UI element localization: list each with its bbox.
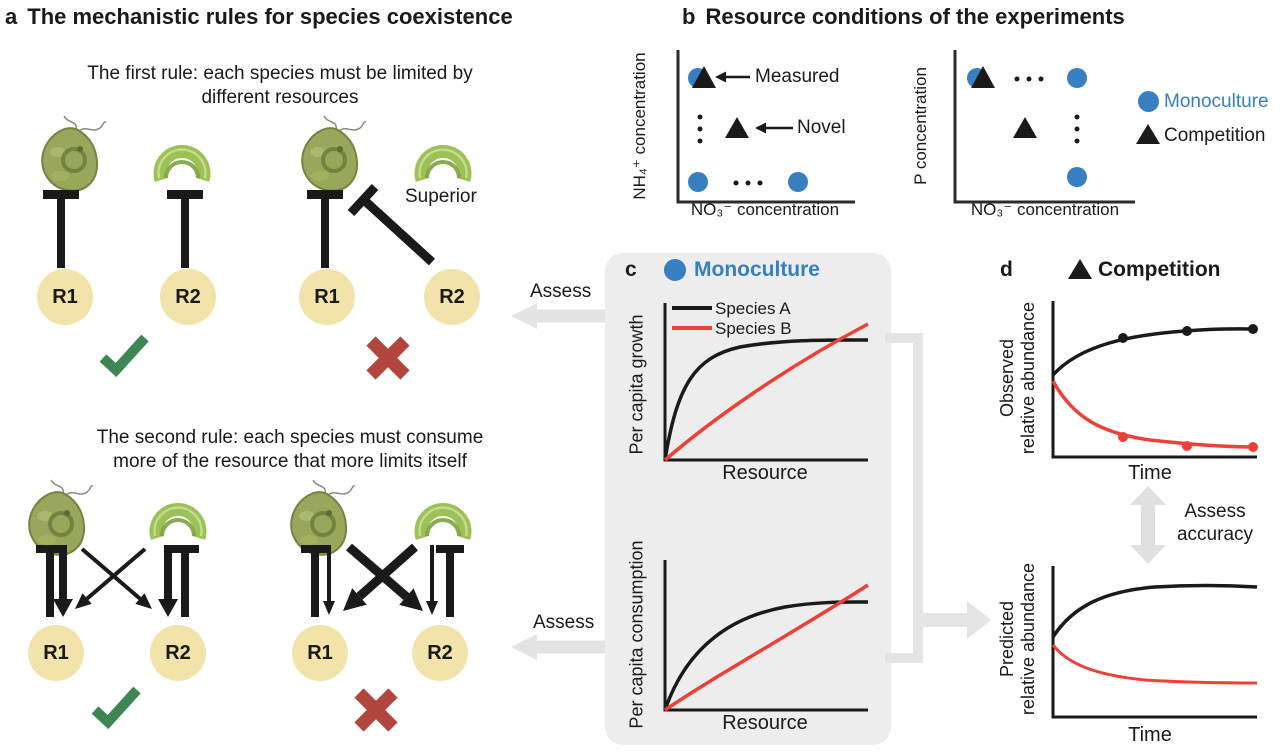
nh4-x-axis-label: NO₃⁻ concentration: [690, 200, 840, 219]
legend-competition: Competition: [1164, 125, 1266, 146]
panel-c-letter: c: [625, 258, 637, 281]
connector-arrow-c-to-d: [885, 333, 991, 663]
limitation-tbar: [307, 190, 343, 268]
limitation-tbar-diagonal: [347, 183, 436, 266]
resource-circle-r1: R1: [37, 269, 93, 325]
assess-arrow-top: [511, 303, 610, 329]
legend-monoculture: Monoculture: [1164, 91, 1269, 112]
assess-accuracy-label: Assess accuracy: [1176, 501, 1254, 545]
resource-circle-r2: R2: [150, 625, 206, 681]
observed-x-axis-label: Time: [1128, 462, 1172, 484]
consumption-limitation-arrows-correct: [36, 545, 199, 617]
consumption-x-axis-label: Resource: [722, 712, 808, 734]
observed-y-axis-label: Observed relative abundance: [997, 301, 1038, 455]
resource-circle-r2: R2: [160, 269, 216, 325]
cross-icon: [354, 688, 398, 732]
monoculture-panel-background: [605, 253, 891, 745]
flagellate-cell-icon: [28, 479, 94, 556]
resource-circle-r1: R1: [299, 269, 355, 325]
panel-d-letter: d: [1000, 258, 1013, 281]
measured-annotation: Measured: [755, 66, 840, 87]
nh4-y-axis-label: NH₄⁺ concentration: [630, 52, 649, 200]
observed-abundance-plot: [1051, 301, 1258, 459]
assess-arrow-bottom: [511, 634, 610, 660]
assess-label-top: Assess: [530, 281, 592, 302]
consumption-limitation-arrows-wrong: [301, 543, 464, 617]
competition-triangle-icon: [1136, 124, 1160, 144]
p-y-axis-label: P concentration: [911, 67, 930, 185]
resource-circle-r2: R2: [412, 625, 468, 681]
legend-species-a: Species A: [715, 299, 791, 318]
crescent-cell-icon: [414, 144, 472, 182]
limitation-tbar: [43, 190, 79, 268]
resource-circle-r1: R1: [292, 625, 348, 681]
rule2-caption: The second rule: each species must consu…: [96, 427, 484, 472]
crescent-cell-icon: [153, 144, 211, 182]
p-no3-scatter-plot: [953, 50, 1135, 204]
consumption-y-axis-label: Per capita consumption: [626, 540, 647, 729]
panel-d-header: Competition: [1098, 258, 1221, 281]
novel-annotation: Novel: [797, 117, 846, 138]
growth-y-axis-label: Per capita growth: [626, 314, 647, 455]
cross-icon: [366, 336, 410, 380]
assess-label-bottom: Assess: [533, 612, 595, 633]
assess-accuracy-double-arrow: [1130, 486, 1166, 564]
check-icon: [91, 686, 141, 730]
p-x-axis-label: NO₃⁻ concentration: [970, 200, 1120, 219]
growth-x-axis-label: Resource: [722, 462, 808, 484]
predicted-abundance-plot: [1051, 566, 1258, 719]
predicted-x-axis-label: Time: [1128, 724, 1172, 746]
resource-circle-r1: R1: [28, 625, 84, 681]
panel-b-letter: b: [682, 4, 696, 29]
growth-curves-plot: [663, 303, 869, 462]
panel-c-header: Monoculture: [694, 258, 820, 281]
crescent-cell-icon: [149, 502, 207, 540]
consumption-curves-plot: [663, 560, 869, 712]
flagellate-cell-icon: [41, 115, 107, 192]
monoculture-circle-icon: [1138, 91, 1159, 112]
nh4-no3-scatter-plot: [676, 50, 855, 204]
resource-circle-r2: R2: [424, 269, 480, 325]
competition-header-triangle-icon: [1068, 259, 1092, 279]
predicted-y-axis-label: Predicted relative abundance: [997, 562, 1038, 716]
check-icon: [99, 334, 149, 378]
limitation-tbar: [167, 190, 203, 268]
flagellate-cell-icon: [301, 115, 367, 192]
legend-species-b: Species B: [715, 319, 792, 338]
superior-label: Superior: [405, 186, 477, 207]
panel-a-letter: a: [5, 4, 18, 29]
rule1-caption: The first rule: each species must be lim…: [87, 63, 473, 108]
monoculture-header-circle-icon: [664, 259, 686, 281]
crescent-cell-icon: [414, 502, 472, 540]
